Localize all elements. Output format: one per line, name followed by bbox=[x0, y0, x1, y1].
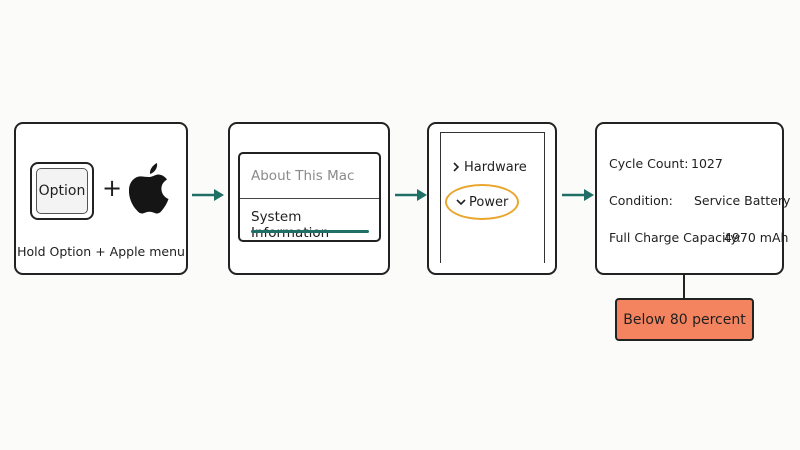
sidebar-item-hardware[interactable]: Hardware bbox=[451, 160, 527, 175]
sidebar-item-power-label: Power bbox=[469, 195, 509, 210]
option-key-label: Option bbox=[36, 168, 88, 214]
plus-sign: + bbox=[102, 174, 123, 202]
full-charge-capacity-label: Full Charge Capacity: bbox=[609, 230, 742, 245]
step-1-panel: Option + Hold Option + Apple menu bbox=[14, 122, 188, 275]
cycle-count-label: Cycle Count: bbox=[609, 156, 689, 171]
chevron-down-icon bbox=[456, 199, 466, 206]
arrow-right-icon bbox=[562, 189, 594, 201]
condition-value: Service Battery bbox=[694, 193, 791, 208]
below-80-percent-badge: Below 80 percent bbox=[615, 298, 754, 341]
cycle-count-value: 1027 bbox=[691, 156, 723, 171]
menu-item-system-information[interactable]: System Information bbox=[251, 209, 330, 241]
badge-connector-line bbox=[683, 275, 685, 298]
chevron-right-icon bbox=[453, 162, 460, 172]
menu-item-about-this-mac[interactable]: About This Mac bbox=[240, 154, 379, 199]
step-1-caption: Hold Option + Apple menu bbox=[17, 244, 185, 259]
step-3-panel: Hardware Power bbox=[427, 122, 557, 275]
apple-logo-icon bbox=[128, 163, 169, 214]
power-highlight-circle bbox=[445, 184, 519, 220]
arrow-right-icon bbox=[395, 189, 427, 201]
option-key: Option bbox=[30, 162, 94, 220]
apple-menu: About This Mac System Information bbox=[238, 152, 381, 242]
arrow-right-icon bbox=[192, 189, 224, 201]
selection-underline bbox=[251, 230, 369, 233]
condition-label: Condition: bbox=[609, 193, 673, 208]
sidebar-item-hardware-label: Hardware bbox=[464, 160, 527, 175]
full-charge-capacity-value: 4970 mAh bbox=[724, 230, 789, 245]
sidebar-item-power[interactable]: Power bbox=[456, 195, 508, 210]
system-information-sidebar bbox=[440, 132, 545, 263]
step-4-panel: Cycle Count: 1027 Condition: Service Bat… bbox=[595, 122, 790, 275]
step-2-panel: About This Mac System Information bbox=[228, 122, 390, 275]
